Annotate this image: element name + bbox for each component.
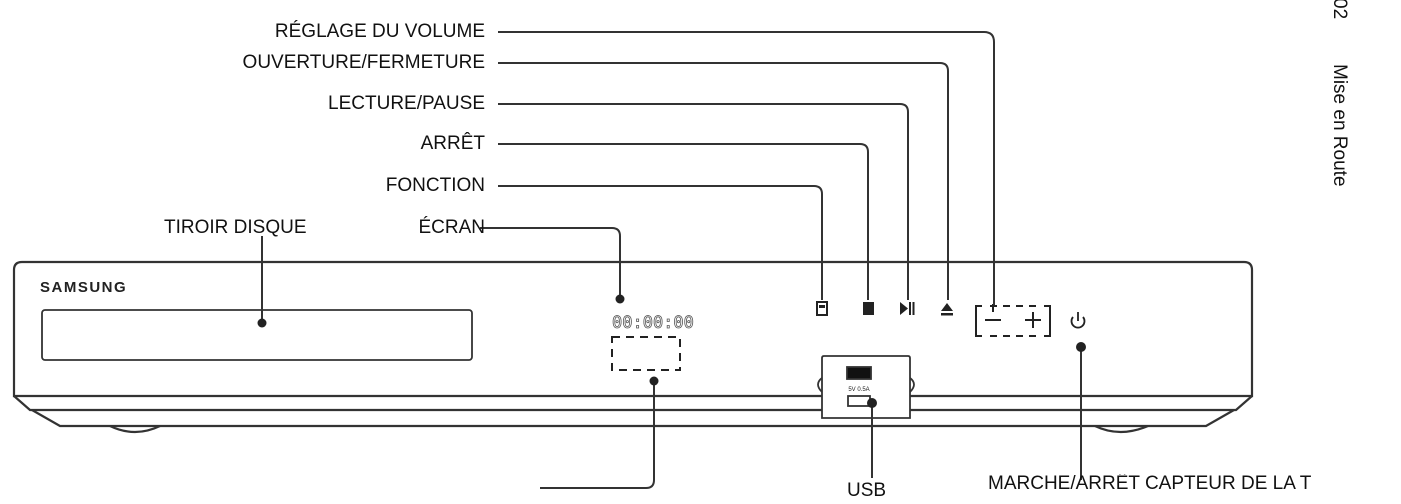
label-screen: ÉCRAN (418, 217, 485, 238)
label-play-pause: LECTURE/PAUSE (328, 93, 485, 114)
label-usb: USB (847, 480, 887, 501)
section-title: Mise en Route (1329, 64, 1350, 187)
usb-port[interactable] (817, 355, 915, 419)
function-icon[interactable] (816, 301, 828, 316)
label-function: FONCTION (385, 175, 485, 196)
minus-icon[interactable] (985, 304, 1001, 321)
ir-sensor-box (611, 336, 681, 371)
page-number: 02 (1329, 0, 1350, 20)
disc-tray[interactable] (41, 309, 473, 361)
brand-logo: SAMSUNG (40, 279, 127, 296)
volume-bracket (975, 305, 1051, 337)
stop-icon[interactable] (863, 302, 874, 315)
leader-lines (261, 31, 1082, 489)
label-stop: ARRÊT (420, 133, 485, 154)
label-volume: RÉGLAGE DU VOLUME (274, 21, 485, 42)
plus-icon[interactable] (1025, 312, 1041, 328)
label-disc-tray: TIROIR DISQUE (164, 217, 307, 238)
device-body (12, 260, 1254, 434)
eject-icon[interactable] (941, 303, 953, 316)
power-icon[interactable] (1070, 312, 1086, 329)
label-power-sensor: MARCHE/ARRÊT CAPTEUR DE LA T (988, 474, 1312, 494)
display-digits: 00:00:00 (612, 313, 694, 333)
label-open-close: OUVERTURE/FERMETURE (242, 52, 485, 73)
leader-dots (257, 294, 1086, 408)
usb-port-label: 5V 0.5A (848, 387, 869, 393)
play-pause-icon[interactable] (900, 302, 915, 315)
